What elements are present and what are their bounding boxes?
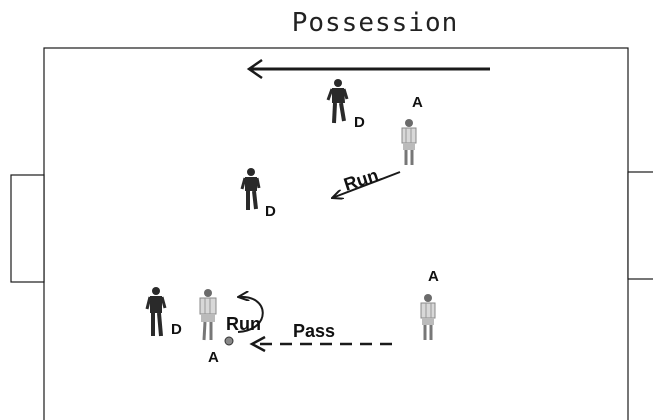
attacker-label: A — [208, 349, 219, 366]
attacker-player — [420, 294, 436, 340]
direction-arrow — [246, 58, 490, 80]
defender-label: D — [354, 114, 365, 131]
pass-label: Pass — [293, 321, 335, 341]
diagram-title: Possession — [292, 8, 459, 38]
run-label: Run — [341, 165, 380, 195]
attacker-player — [199, 289, 217, 341]
defender-player — [240, 168, 261, 210]
defender-label: D — [171, 321, 182, 338]
run-arrow — [332, 171, 401, 198]
ball — [224, 336, 234, 346]
defender-label: D — [265, 203, 276, 220]
pass-arrow — [249, 335, 392, 353]
attacker-label: A — [428, 268, 439, 285]
defender-player — [145, 287, 167, 337]
curved-run-arrow — [238, 297, 264, 333]
defender-player — [326, 79, 349, 124]
attacker-label: A — [412, 94, 423, 111]
right-goal-box — [627, 171, 653, 280]
pitch — [10, 47, 653, 420]
left-goal-box — [10, 174, 45, 283]
run-label: Run — [226, 314, 261, 334]
attacker-player — [401, 119, 417, 165]
